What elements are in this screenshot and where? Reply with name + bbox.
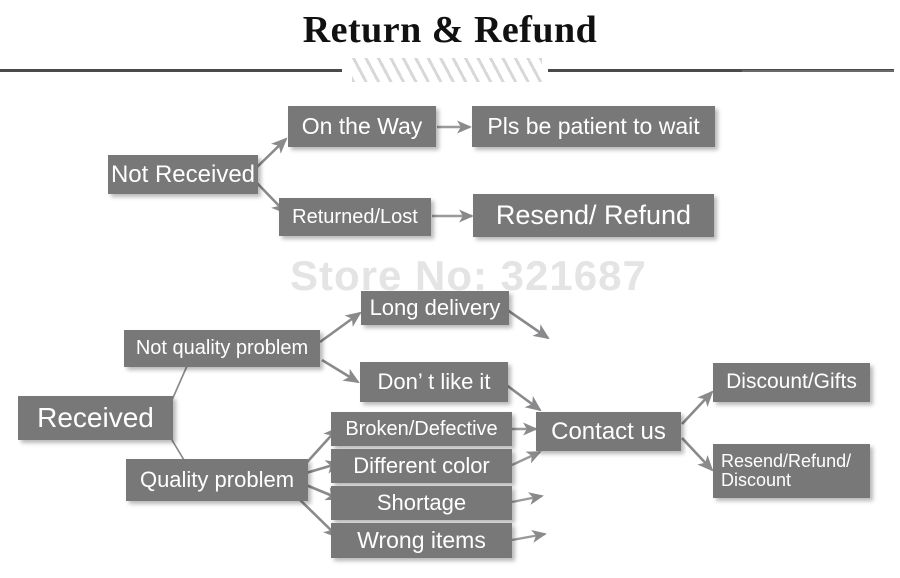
node-not-quality-problem[interactable]: Not quality problem — [124, 330, 320, 367]
arrow-not-quality-to-dont-like-it — [321, 358, 360, 384]
arrow-different-color-to-contact-us — [511, 450, 542, 467]
arrow-shortage-to-contact-us — [511, 492, 544, 505]
node-returned-lost[interactable]: Returned/Lost — [279, 198, 431, 236]
node-pls-be-patient-to-wait[interactable]: Pls be patient to wait — [472, 106, 715, 147]
node-contact-us[interactable]: Contact us — [536, 412, 681, 451]
node-shortage[interactable]: Shortage — [331, 486, 512, 520]
node-broken-defective[interactable]: Broken/Defective — [331, 412, 512, 446]
arrow-contact-us-to-resend-refund-discount — [681, 437, 714, 472]
node-discount-gifts[interactable]: Discount/Gifts — [713, 363, 870, 402]
arrow-not-quality-to-long-delivery — [319, 311, 362, 344]
node-dont-like-it[interactable]: Don’ t like it — [360, 362, 508, 402]
node-resend-refund-discount[interactable]: Resend/Refund/ Discount — [713, 444, 870, 498]
node-resend-refund-discount-line1: Resend/Refund/ — [721, 451, 852, 472]
node-quality-problem[interactable]: Quality problem — [126, 459, 308, 501]
node-different-color[interactable]: Different color — [331, 449, 512, 483]
arrow-wrong-items-to-contact-us — [511, 529, 547, 543]
header-divider-right-accent — [742, 70, 894, 72]
node-wrong-items[interactable]: Wrong items — [331, 523, 512, 558]
page-title: Return & Refund — [302, 9, 598, 51]
store-number-watermark: Store No: 321687 — [290, 252, 647, 299]
arrow-dont-like-it-to-contact-us — [504, 382, 542, 412]
arrow-contact-us-to-discount-gifts — [681, 390, 714, 425]
header-hatch-ornament — [352, 58, 542, 82]
node-resend-refund-discount-line2: Discount — [721, 470, 792, 490]
header-divider-right — [548, 69, 894, 72]
node-long-delivery[interactable]: Long delivery — [361, 291, 509, 325]
node-not-received[interactable]: Not Received — [108, 155, 258, 194]
node-resend-refund[interactable]: Resend/ Refund — [473, 194, 714, 237]
node-received[interactable]: Received — [18, 396, 173, 440]
line-received-to-not-quality-problem — [171, 365, 188, 401]
node-on-the-way[interactable]: On the Way — [288, 106, 436, 147]
arrow-not-received-to-on-the-way — [255, 137, 288, 169]
header-divider-left — [0, 69, 342, 72]
